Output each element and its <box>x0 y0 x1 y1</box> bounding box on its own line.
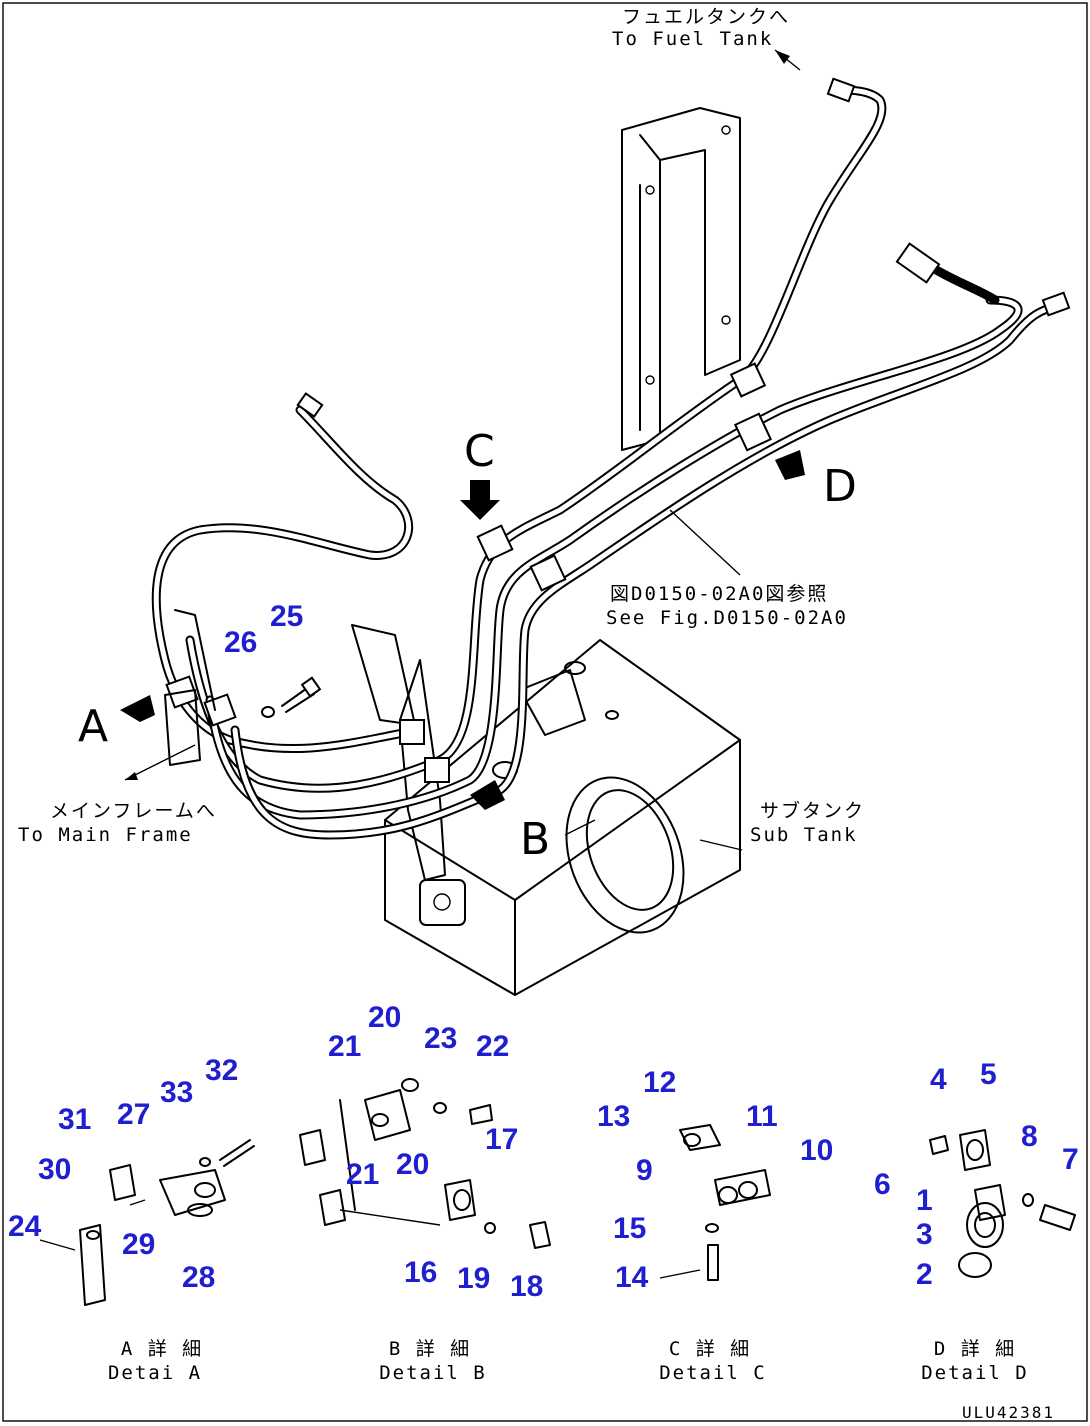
detail-a-title-en: Detai A <box>107 1362 203 1384</box>
part-number-17: 17 <box>485 1123 519 1156</box>
part-number-4: 4 <box>930 1063 947 1096</box>
view-label-a: A <box>78 701 109 752</box>
part-number-22: 22 <box>476 1030 510 1063</box>
part-number-31: 31 <box>58 1103 92 1136</box>
detail-d-title-jp: D 詳 細 <box>933 1338 1017 1360</box>
part-number-26: 26 <box>224 626 258 659</box>
main-frame-label-jp: メインフレームへ <box>50 800 217 822</box>
part-number-10: 10 <box>800 1134 834 1167</box>
part-number-27: 27 <box>117 1098 151 1131</box>
sub-tank-label-jp: サブタンク <box>760 800 866 822</box>
part-number-18: 18 <box>510 1270 544 1303</box>
leader-lines <box>124 49 801 851</box>
see-fig-label-jp: 図D0150-02A0図参照 <box>610 583 829 605</box>
part-number-20-bottom: 20 <box>396 1148 430 1181</box>
view-label-b: B <box>520 814 551 865</box>
part-number-28: 28 <box>182 1261 216 1294</box>
part-number-13: 13 <box>597 1100 631 1133</box>
part-number-12: 12 <box>643 1066 677 1099</box>
sub-tank-label-en: Sub Tank <box>750 824 858 846</box>
fuel-tank-label-en: To Fuel Tank <box>612 28 774 50</box>
detail-a-drawing <box>39 1139 255 1306</box>
view-label-c: C <box>464 426 495 477</box>
detail-c-drawing <box>659 1124 771 1281</box>
drawing-code: ULU42381 <box>962 1403 1056 1422</box>
detail-c-title-jp: C 詳 細 <box>668 1338 752 1360</box>
part-number-24: 24 <box>8 1210 42 1243</box>
bolt-25-26 <box>261 676 322 718</box>
part-number-20-top: 20 <box>368 1001 402 1034</box>
sub-tank <box>351 624 741 996</box>
part-number-6: 6 <box>874 1168 891 1201</box>
part-number-30: 30 <box>38 1153 72 1186</box>
part-number-21-top: 21 <box>328 1030 362 1063</box>
detail-b-drawing <box>299 1078 551 1249</box>
detail-b-title-jp: B 詳 細 <box>388 1338 472 1360</box>
detail-b-title-en: Detail B <box>379 1362 487 1384</box>
part-number-19: 19 <box>457 1262 491 1295</box>
detail-d-title-en: Detail D <box>921 1362 1029 1384</box>
part-number-21-bottom: 21 <box>346 1158 380 1191</box>
part-number-8: 8 <box>1021 1120 1038 1153</box>
view-arrows <box>120 450 805 810</box>
part-number-14: 14 <box>615 1261 649 1294</box>
part-number-7: 7 <box>1062 1143 1079 1176</box>
part-number-3: 3 <box>916 1218 933 1251</box>
vertical-bracket <box>621 107 741 451</box>
part-number-9: 9 <box>636 1154 653 1187</box>
view-label-d: D <box>823 461 857 512</box>
part-number-29: 29 <box>122 1228 156 1261</box>
part-number-33: 33 <box>160 1076 194 1109</box>
part-number-2: 2 <box>916 1258 933 1291</box>
detail-a-title-jp: A 詳 細 <box>120 1338 204 1360</box>
main-frame-label-en: To Main Frame <box>18 824 193 846</box>
detail-c-title-en: Detail C <box>659 1362 767 1384</box>
part-number-16: 16 <box>404 1256 438 1289</box>
see-fig-label-en: See Fig.D0150-02A0 <box>606 607 848 629</box>
part-number-1: 1 <box>916 1184 933 1217</box>
part-number-11: 11 <box>746 1100 778 1133</box>
fuel-tank-label-jp: フュエルタンクへ <box>622 6 791 28</box>
detail-d-drawing <box>929 1129 1076 1278</box>
tube-clamps <box>164 362 773 783</box>
part-number-23: 23 <box>424 1022 458 1055</box>
part-number-15: 15 <box>613 1212 647 1245</box>
part-number-5: 5 <box>980 1058 997 1091</box>
part-number-32: 32 <box>205 1054 239 1087</box>
fuel-tubes <box>151 77 1071 840</box>
part-number-25: 25 <box>270 600 304 633</box>
